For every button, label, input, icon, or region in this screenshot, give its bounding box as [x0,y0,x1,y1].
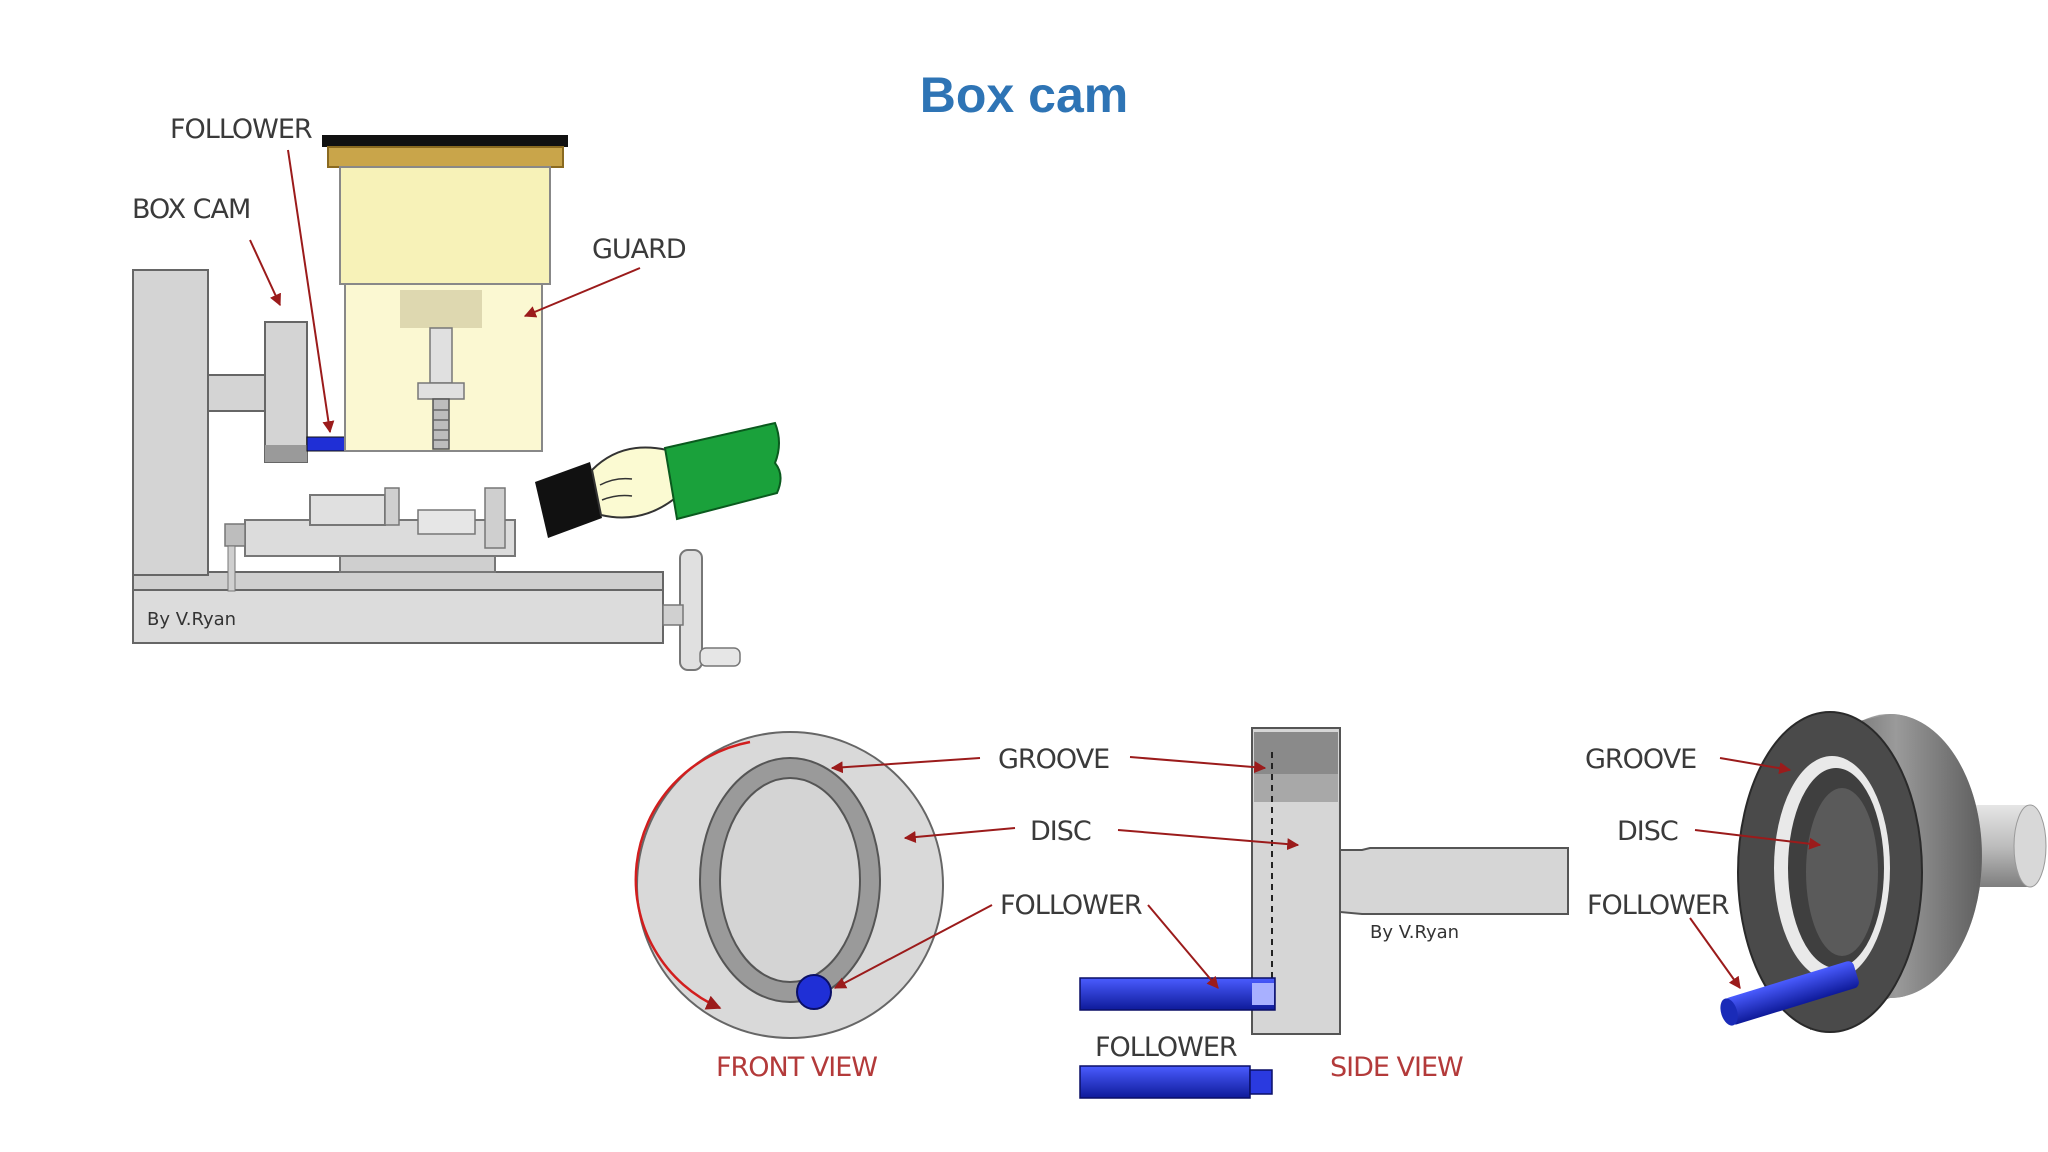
label-follower-top: FOLLOWER [170,114,312,145]
front-view: GROOVE DISC FOLLOWER FRONT VIEW [634,731,1143,1083]
iso-label-follower: FOLLOWER [1587,890,1729,921]
machine-arm [207,374,271,412]
side-shaft [1339,847,1569,915]
side-label-follower: FOLLOWER [1095,1032,1237,1063]
iso-view: GROOVE DISC FOLLOWER [1585,711,2047,1033]
guard-top-plate [322,135,568,147]
vice-base [339,555,496,573]
machine-follower [306,436,350,452]
arrow-icon [1719,757,1792,775]
label-box-cam: BOX CAM [132,194,250,225]
arrow-icon [1694,829,1822,850]
side-follower-detached [1079,1065,1251,1099]
credit-side: By V.Ryan [1370,922,1459,943]
machine-bed [132,571,664,591]
front-label-groove: GROOVE [998,744,1109,775]
front-follower [796,974,832,1010]
side-follower [1079,977,1276,1011]
iso-label-disc: DISC [1617,816,1678,847]
machine-drawing: FOLLOWER BOX CAM GUARD By V.Ryan [132,114,782,671]
arrow-icon [830,757,981,774]
label-guard: GUARD [592,234,686,265]
front-label-follower: FOLLOWER [1000,890,1142,921]
side-view: By V.Ryan FOLLOWER SIDE VIEW [1079,727,1569,1099]
arrow-icon [1147,904,1219,989]
rotation-arrow-icon [634,740,751,1010]
arrow-icon [523,267,641,318]
front-label-disc: DISC [1030,816,1091,847]
arrow-icon [287,149,335,434]
slide-title: Box cam [919,67,1129,123]
guard-housing [339,166,551,285]
hand-icon [535,421,782,538]
iso-label-groove: GROOVE [1585,744,1696,775]
box-cam-block [264,321,308,463]
machine-base [132,587,664,644]
arrow-icon [249,239,281,307]
arrow-icon [1689,917,1741,989]
guard-head [327,146,564,168]
arrow-icon [1129,756,1267,774]
arrow-icon [903,827,1016,843]
front-view-caption: FRONT VIEW [716,1052,877,1083]
side-view-caption: SIDE VIEW [1330,1052,1463,1083]
credit-machine: By V.Ryan [147,609,236,630]
iso-follower [1720,961,1859,1026]
arrow-icon [1117,829,1300,851]
machine-column [132,269,209,576]
arrow-icon [833,904,993,989]
